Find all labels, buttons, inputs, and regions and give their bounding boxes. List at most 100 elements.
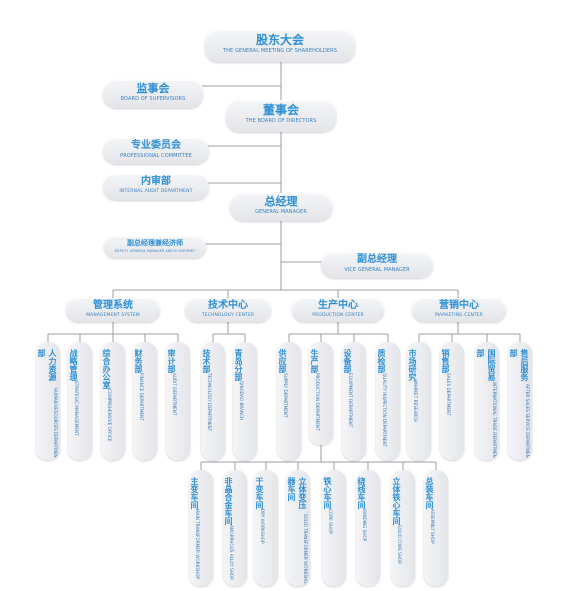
dept-name: 售后服务部 [509, 349, 529, 381]
dept-name: 人力资源部 [37, 349, 57, 381]
dept-english-name: EQUIPMENT DEPARTMENT [348, 373, 353, 428]
dept-name: 技术部 [202, 349, 211, 373]
supervisors-box: 监事会 BOARD OF SUPERVISORS [103, 80, 203, 108]
workshop-name: 主变车间 [190, 477, 199, 509]
dept-english-name: FINANCE DEPARTMENT [139, 373, 144, 421]
committee-box: 专业委员会 PROFESSIONAL COMMITTEE [103, 138, 209, 164]
workshop-english-name: SOLID CORE SHOP [397, 525, 402, 564]
center-subtitle: MARKETING CENTER [435, 313, 483, 318]
general-manager-box: 总经理 GENERAL MANAGER [230, 193, 332, 221]
center-title: 生产中心 [318, 300, 358, 311]
dept-english-name: TECHNOLOGY DEPARTMENT [207, 373, 212, 432]
workshop-english-name: SOLID TRANSFORMER WORKSHOP [303, 514, 308, 586]
vice-manager-box: 副总经理 VICE GENERAL MANAGER [321, 252, 433, 278]
dept-english-name: AFTER SALES SERVICE DEPARTMENT [525, 383, 530, 460]
center-subtitle: TECHNOLOGY CENTER [201, 313, 255, 318]
audit-box: 内审部 INTERNAL AUDIT DEPARTMENT [103, 174, 209, 200]
center-title: 管理系统 [93, 300, 133, 311]
dept-english-name: MARKET RESEARCH [413, 381, 418, 423]
shareholders-box: 股东大会 THE GENERAL MEETING OF SHAREHOLDERS [205, 30, 355, 62]
deputy-manager-title: 副总经理兼经济师 [127, 239, 183, 247]
workshop-solid-transformer: 立体变压器车间 SOLID TRANSFORMER WORKSHOP [286, 470, 310, 586]
dept-name: 供应部 [278, 349, 287, 373]
deputy-manager-subtitle: DEPUTY GENERAL MANAGER AND ECONOMIST [114, 249, 196, 253]
center-subtitle: PRODUCTION CENTER [312, 313, 364, 318]
dept-name: 市场研究 [408, 349, 417, 381]
shareholders-subtitle: THE GENERAL MEETING OF SHAREHOLDERS [223, 48, 337, 54]
directors-subtitle: THE BOARD OF DIRECTORS [245, 118, 317, 124]
dept-english-name: COMPREHENSIVE OFFICE [107, 389, 112, 442]
workshop-english-name: DRY WORKSHOP [260, 509, 265, 544]
workshop-english-name: ASSEMBLY SHOP [430, 509, 435, 544]
dept-name: 国际贸易部 [476, 349, 496, 381]
dept-english-name: SUPPLY DEPARTMENT [283, 373, 288, 418]
general-manager-title: 总经理 [264, 195, 298, 208]
shareholders-title: 股东大会 [255, 33, 304, 47]
center-subtitle: MANAGEMENT SYSTEM [86, 313, 140, 318]
general-manager-subtitle: GENERAL MANAGER [255, 209, 307, 215]
supervisors-title: 监事会 [136, 82, 170, 95]
vice-manager-subtitle: VICE GENERAL MANAGER [344, 267, 410, 273]
directors-box: 董事会 THE BOARD OF DIRECTORS [226, 100, 336, 132]
center-production: 生产中心 PRODUCTION CENTER [292, 298, 384, 322]
dept-name: 生产部 [310, 349, 319, 373]
dept-english-name: INTERNATIONAL TRADE DEPARTMENT [492, 381, 497, 460]
dept-name: 青岛分部 [234, 349, 243, 381]
workshop-english-name: MAIN TRANSFORMER WORKSHOP [195, 509, 200, 579]
audit-subtitle: INTERNAL AUDIT DEPARTMENT [119, 189, 193, 194]
center-management: 管理系统 MANAGEMENT SYSTEM [66, 298, 160, 322]
workshop-name: 铁心车间 [323, 477, 332, 509]
dept-name: 战略管理 [69, 349, 78, 381]
dept-name: 销售部 [441, 349, 450, 373]
dept-english-name: QUALITY INSPECTION DEPARTMENT [382, 373, 387, 448]
workshop-english-name: WINDING SHOP [362, 509, 367, 542]
dept-english-name: QINGDAO BRANCH [239, 381, 244, 421]
dept-english-name: AUDIT DEPARTMENT [172, 373, 177, 416]
dept-english-name: SALES DEPARTMENT [446, 373, 451, 416]
dept-english-name: PRODUCTION DEPARTMENT [315, 373, 320, 431]
supervisors-subtitle: BOARD OF SUPERVISORS [120, 96, 186, 102]
workshop-name: 立体铁心车间 [392, 477, 401, 525]
dept-name: 审计部 [167, 349, 176, 373]
directors-title: 董事会 [262, 103, 299, 117]
center-title: 技术中心 [208, 300, 248, 311]
audit-title: 内审部 [141, 176, 171, 187]
center-marketing: 营销中心 MARKETING CENTER [412, 298, 506, 322]
deputy-manager-box: 副总经理兼经济师 DEPUTY GENERAL MANAGER AND ECON… [104, 236, 206, 258]
workshop-name: 干变车间 [255, 477, 264, 509]
workshop-english-name: CORE SHOP [328, 509, 333, 534]
dept-name: 设备部 [343, 349, 352, 373]
committee-title: 专业委员会 [131, 140, 181, 151]
center-technology: 技术中心 TECHNOLOGY CENTER [185, 298, 271, 322]
workshop-name: 非晶合金车间 [224, 477, 233, 525]
dept-name: 综合办公室 [102, 349, 111, 389]
dept-name: 财务部 [134, 349, 143, 373]
workshop-english-name: AMORPHOUS ALLOY SHOP [229, 525, 234, 580]
workshop-name: 绕线车间 [357, 477, 366, 509]
dept-after-sales: 售后服务部 AFTER SALES SERVICE DEPARTMENT [508, 342, 532, 460]
workshop-name: 立体变压器车间 [287, 477, 307, 509]
dept-english-name: STRATEGIC MANAGEMENT [74, 381, 79, 436]
vice-manager-title: 副总经理 [357, 254, 397, 265]
